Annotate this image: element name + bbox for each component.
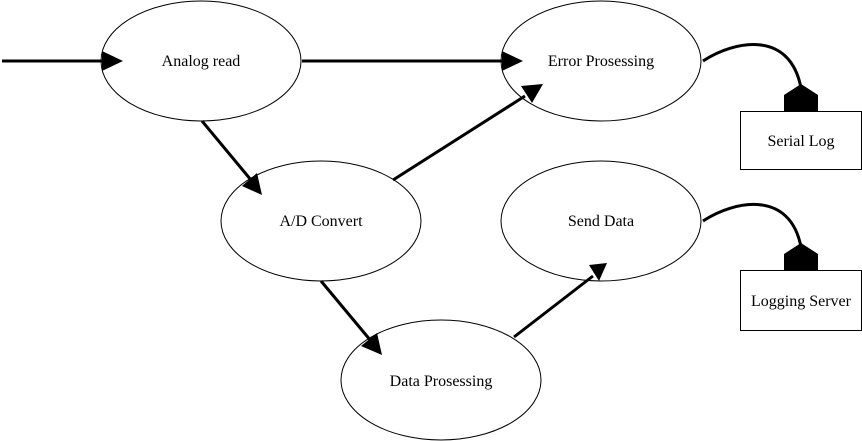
arrowhead-icon: [102, 51, 123, 71]
node-error-processing-label: Error Prosessing: [548, 53, 654, 70]
node-error-processing: Error Prosessing: [500, 0, 702, 122]
connector-error-processing-to-serial-log: [702, 43, 818, 111]
node-serial-log: Serial Log: [740, 111, 862, 170]
node-ad-convert: A/D Convert: [220, 160, 422, 282]
node-send-data: Send Data: [500, 160, 702, 282]
arrowhead-icon: [242, 173, 262, 195]
edge-input-to-analog-read: [2, 51, 123, 71]
node-ad-convert-label: A/D Convert: [279, 213, 363, 230]
node-logging-server: Logging Server: [740, 270, 862, 331]
node-send-data-label: Send Data: [568, 213, 634, 230]
node-data-processing: Data Prosessing: [340, 319, 542, 441]
node-analog-read: Analog read: [100, 0, 302, 122]
node-data-processing-label: Data Prosessing: [390, 373, 493, 390]
connector-cap-icon: [784, 243, 818, 270]
node-analog-read-label: Analog read: [162, 53, 241, 70]
connector-cap-icon: [784, 84, 818, 111]
arrowhead-icon: [589, 263, 607, 281]
arrowhead-icon: [502, 51, 523, 71]
node-logging-server-label: Logging Server: [751, 293, 852, 310]
connector-send-data-to-logging-server: [702, 202, 818, 270]
arrowhead-icon: [521, 84, 543, 103]
node-serial-log-label: Serial Log: [767, 133, 834, 150]
arrowhead-icon: [361, 333, 382, 355]
edge-analog-read-to-ad-convert: [200, 120, 262, 195]
edge-analog-read-to-error-processing: [302, 51, 523, 71]
edge-ad-convert-to-data-processing: [319, 280, 382, 355]
edge-ad-convert-to-error-processing: [392, 84, 543, 182]
edge-data-processing-to-send-data: [513, 263, 607, 339]
